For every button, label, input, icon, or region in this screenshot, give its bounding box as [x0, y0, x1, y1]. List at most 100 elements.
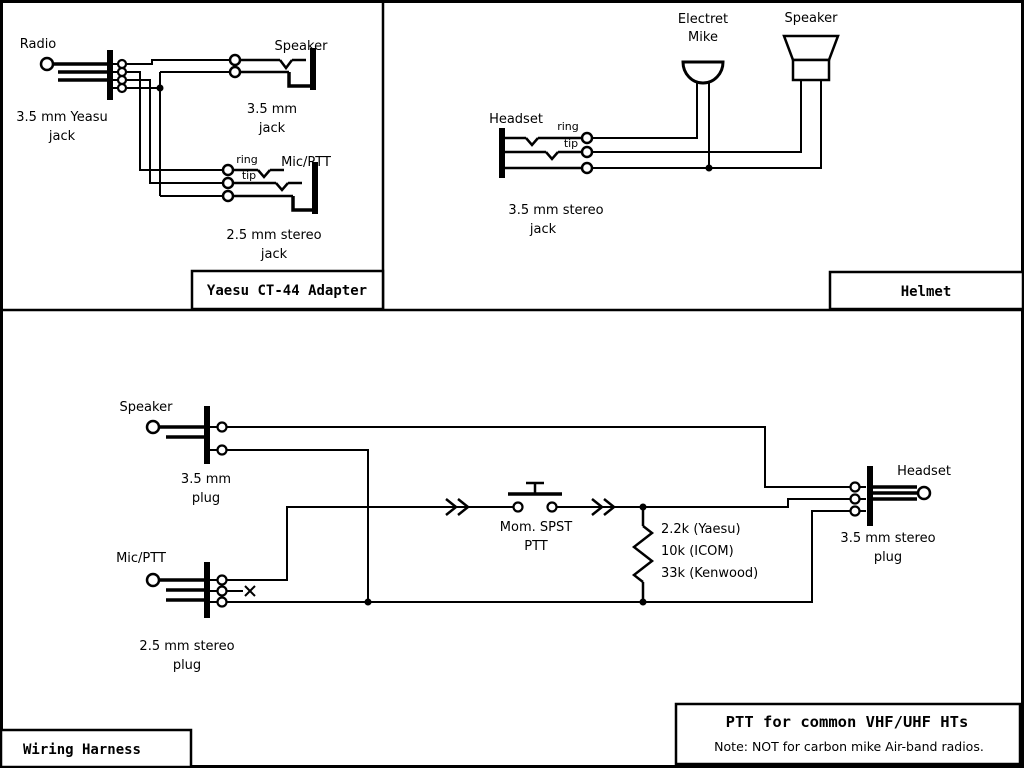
- sleeve-bracket: [287, 72, 311, 88]
- main-title: PTT for common VHF/UHF HTs: [726, 713, 969, 731]
- tip-contact-spring: [279, 59, 293, 71]
- helmet-headset-label: Headset: [489, 112, 543, 127]
- harness-title-box: [0, 728, 193, 768]
- radio-jack-caption-line2: jack: [48, 129, 76, 144]
- no-connection-x-icon: [244, 585, 256, 597]
- junction-dot: [364, 598, 372, 606]
- headset-terminal: [916, 485, 932, 501]
- wire-ring1-to-mic-ring: [127, 71, 223, 171]
- adapter-tip-label: tip: [242, 169, 256, 182]
- junction-dot: [705, 164, 713, 172]
- adapter-title: Yaesu CT-44 Adapter: [207, 283, 367, 299]
- wire-sleeve-to-speaker: [592, 80, 822, 169]
- adapter-speaker-jack: [228, 48, 316, 90]
- wire-mic-to-switch: [227, 506, 513, 581]
- harness-mic-label: Mic/PTT: [116, 551, 166, 566]
- wire-ground-bus: [227, 510, 850, 603]
- jack-terminal: [228, 53, 242, 67]
- electret-mike-label-line2: Mike: [688, 30, 718, 45]
- radio-label: Radio: [20, 37, 57, 52]
- harness-title: Wiring Harness: [23, 742, 141, 758]
- resistor-value-line3: 33k (Kenwood): [661, 566, 758, 581]
- jack-terminal: [580, 145, 594, 159]
- adapter-panel: Radio 3.5 mm Yeasu jack Speaker: [16, 37, 385, 311]
- switch-contact: [512, 501, 524, 513]
- adapter-speaker-caption-line2: jack: [258, 121, 286, 136]
- junction-dot: [156, 84, 164, 92]
- helmet-jack-caption-line2: jack: [529, 222, 557, 237]
- plug-contact: [849, 481, 861, 493]
- sleeve-bracket: [291, 196, 313, 212]
- plug-contact: [116, 66, 128, 78]
- helmet-ring-label: ring: [557, 120, 579, 133]
- jack-terminal: [221, 163, 235, 177]
- main-title-note: Note: NOT for carbon mike Air-band radio…: [714, 739, 984, 754]
- wire-tip-to-speaker: [592, 80, 802, 153]
- mic-plug-caption-line2: plug: [173, 658, 201, 673]
- resistor-value-line2: 10k (ICOM): [661, 544, 734, 559]
- adapter-title-box: [190, 269, 385, 311]
- plug-contact: [216, 421, 228, 433]
- resistor-symbol: [631, 507, 655, 602]
- adapter-mic-caption-line2: jack: [260, 247, 288, 262]
- wire-ring2-to-mic-tip: [127, 79, 223, 184]
- main-title-box: [674, 702, 1022, 766]
- electret-mike-icon: [681, 60, 725, 85]
- resistor-zigzag: [631, 525, 655, 583]
- speaker-plug-caption-line1: 3.5 mm: [181, 472, 231, 487]
- chevron-marks-left: [445, 498, 471, 516]
- ptt-switch-symbol: [508, 481, 562, 513]
- wire-speaker-to-headset-tip: [227, 426, 850, 488]
- mic-plug-symbol: [145, 562, 256, 618]
- helmet-title: Helmet: [901, 284, 952, 300]
- chevron-marks-right: [591, 498, 617, 516]
- adapter-mic-jack: [221, 162, 318, 214]
- jack-terminal: [221, 189, 235, 203]
- headset-plug-symbol: [849, 466, 932, 526]
- mic-plug-caption-line1: 2.5 mm stereo: [139, 639, 234, 654]
- wire-tip-to-speaker: [127, 59, 230, 65]
- harness-speaker-label: Speaker: [120, 400, 174, 415]
- helmet-speaker-label: Speaker: [785, 11, 839, 26]
- radio-terminal: [39, 56, 55, 72]
- helmet-panel: Electret Mike Speaker Headset ring tip: [489, 11, 1024, 311]
- plug-contact: [116, 82, 128, 94]
- radio-jack-caption-line1: 3.5 mm Yeasu: [16, 110, 107, 125]
- headset-plug-caption-line1: 3.5 mm stereo: [840, 531, 935, 546]
- plug-contact: [216, 596, 228, 608]
- resistor-value-line1: 2.2k (Yaesu): [661, 522, 741, 537]
- harness-headset-label: Headset: [897, 464, 951, 479]
- jack-terminal: [221, 176, 235, 190]
- radio-plug-symbol: [39, 50, 128, 100]
- adapter-speaker-caption-line1: 3.5 mm: [247, 102, 297, 117]
- tip-contact-spring: [545, 151, 559, 161]
- headset-plug-caption-line2: plug: [874, 550, 902, 565]
- adapter-wires: [127, 59, 230, 197]
- helmet-headset-jack: [499, 128, 594, 178]
- jack-terminal: [228, 65, 242, 79]
- helmet-title-box: [828, 270, 1024, 311]
- electret-mike-label-line1: Electret: [678, 12, 728, 27]
- harness-wires: [227, 426, 850, 606]
- switch-contact: [546, 501, 558, 513]
- helmet-tip-label: tip: [564, 137, 578, 150]
- plug-contact: [849, 493, 861, 505]
- speaker-plug-symbol: [145, 406, 228, 464]
- tip-contact-spring: [275, 182, 289, 192]
- adapter-mic-caption-line1: 2.5 mm stereo: [226, 228, 321, 243]
- ring-contact-spring: [257, 169, 271, 179]
- wire-switch-to-headset-ring: [557, 498, 850, 508]
- plug-contact: [216, 585, 228, 597]
- mic-terminal: [145, 572, 161, 588]
- switch-caption-line1: Mom. SPST: [500, 520, 572, 535]
- adapter-mic-label: Mic/PTT: [281, 155, 331, 170]
- plug-contact: [116, 74, 128, 86]
- adapter-speaker-label: Speaker: [275, 39, 329, 54]
- harness-panel: Speaker 3.5 mm plug Mic/PTT: [0, 400, 1022, 768]
- plug-contact: [116, 58, 128, 70]
- helmet-wires: [592, 80, 822, 172]
- plug-contact: [216, 574, 228, 586]
